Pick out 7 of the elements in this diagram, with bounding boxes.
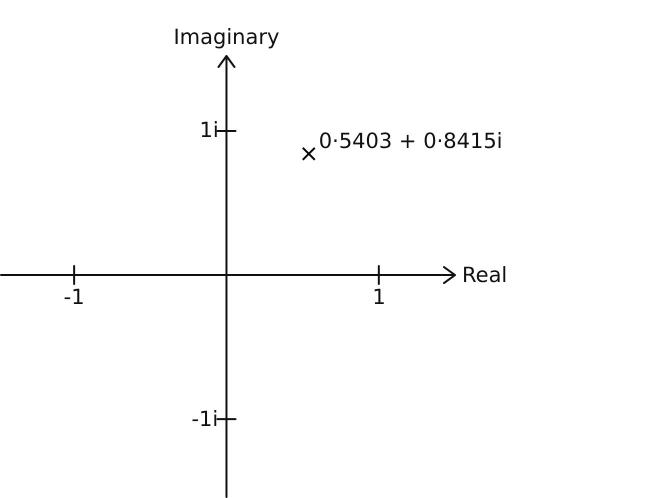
axis-title: Imaginary bbox=[173, 27, 280, 48]
tick-label: -1 bbox=[64, 287, 85, 308]
tick-label: 1 bbox=[372, 287, 386, 308]
axis-title: Real bbox=[462, 264, 508, 286]
tick-label: 1i bbox=[199, 120, 219, 142]
point-label: 0·5403 + 0·8415i bbox=[318, 130, 503, 152]
tick-label: -1i bbox=[191, 408, 218, 430]
